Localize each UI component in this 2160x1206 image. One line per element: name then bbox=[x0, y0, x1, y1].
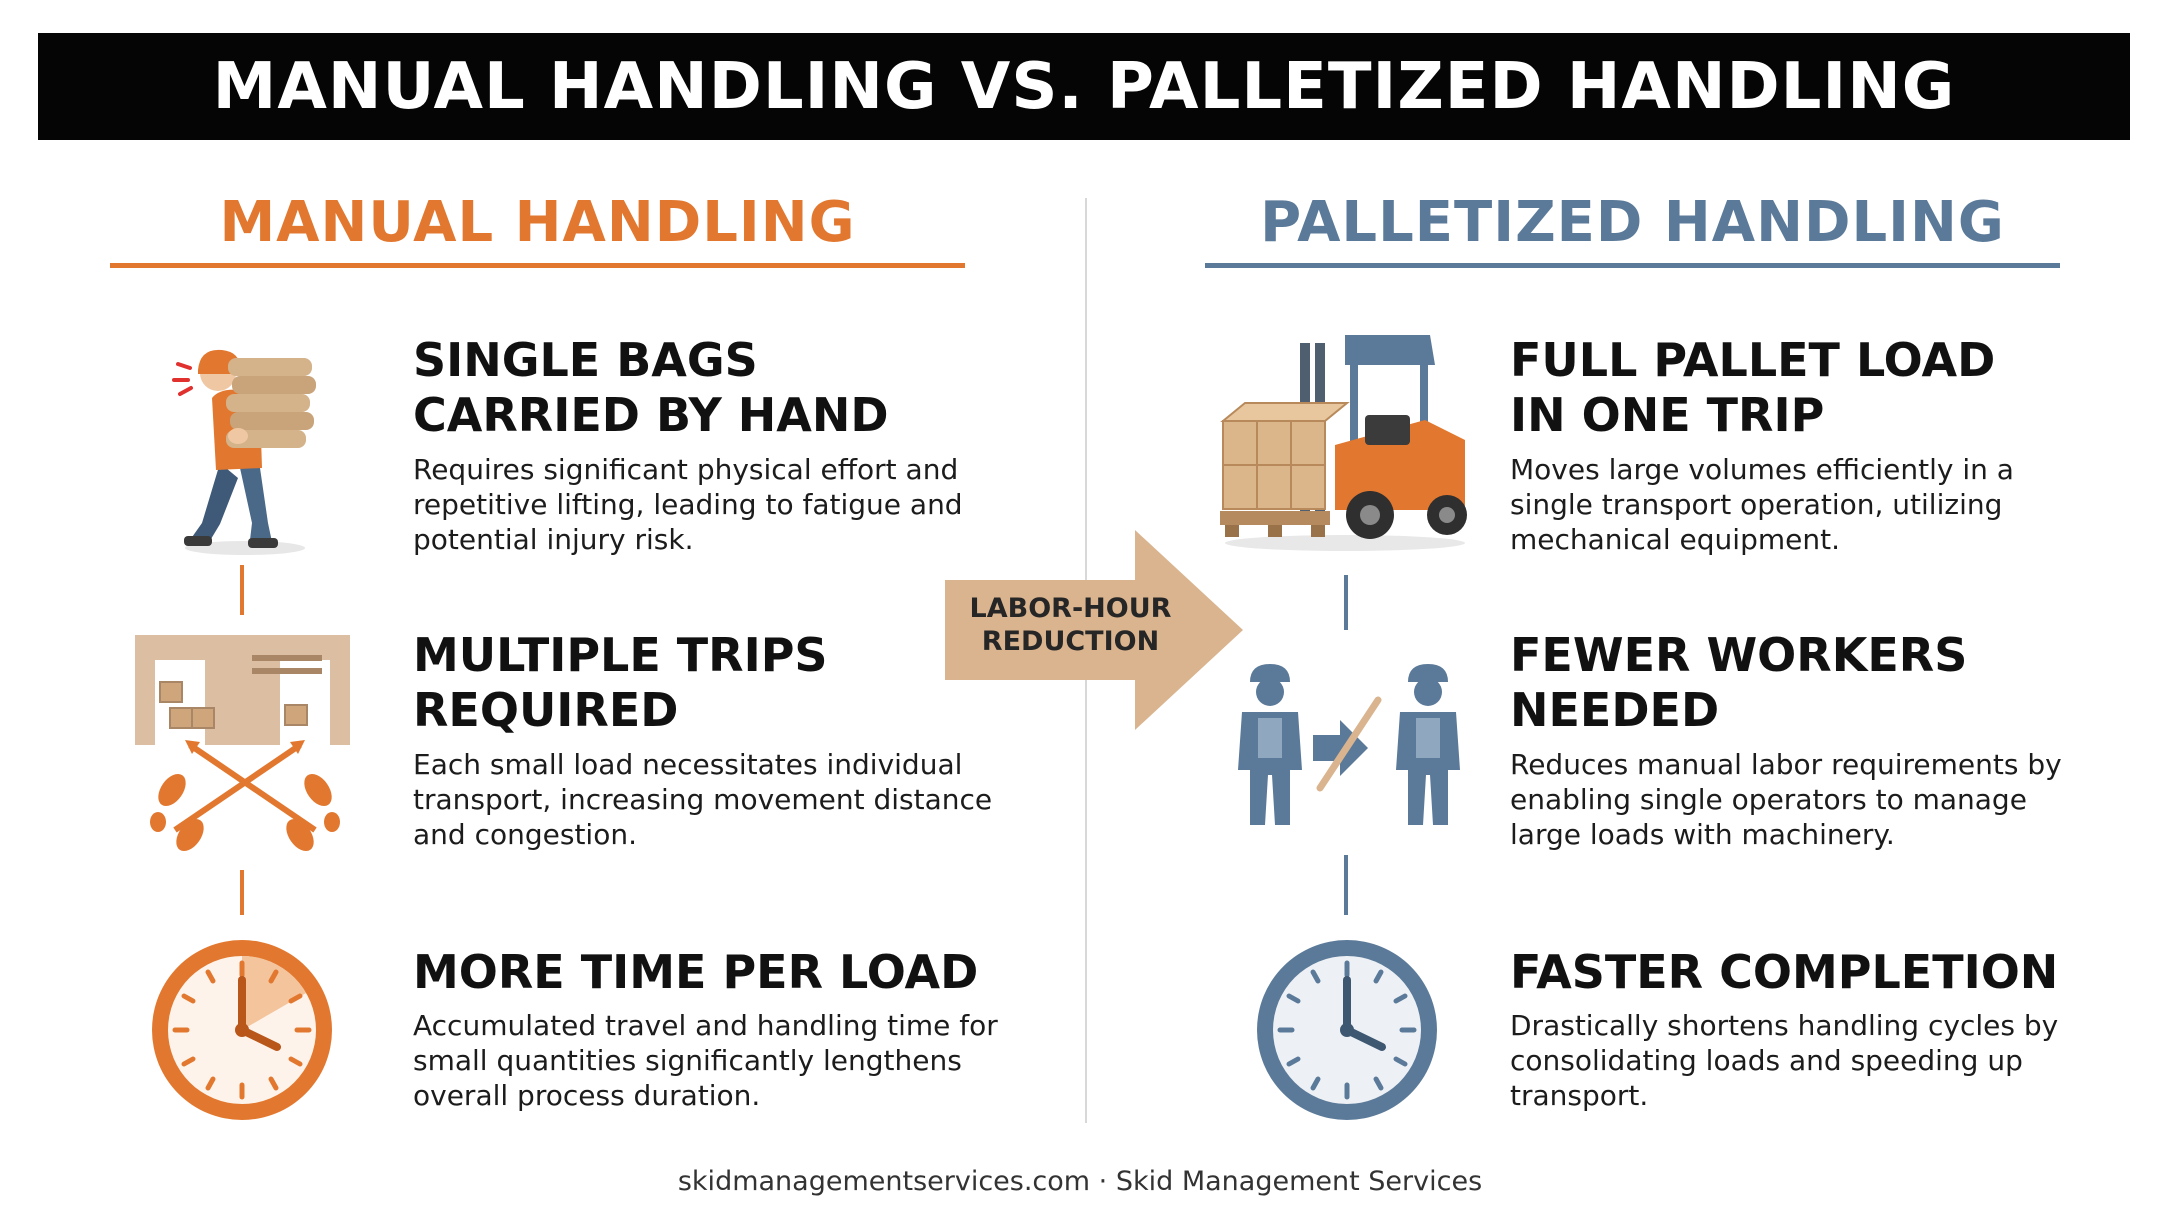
palletized-item-3-title: FASTER COMPLETION bbox=[1510, 945, 2059, 999]
manual-item-3-title: MORE TIME PER LOAD bbox=[413, 945, 979, 999]
palletized-connector-2 bbox=[1344, 855, 1348, 915]
fewer-workers-icon bbox=[1238, 664, 1460, 825]
clock-icon bbox=[1257, 940, 1437, 1120]
labor-hour-reduction-arrow bbox=[945, 530, 1243, 730]
forklift-pallet-icon bbox=[1220, 335, 1467, 551]
multiple-trips-route-icon bbox=[135, 635, 350, 852]
worker-carrying-bags-icon bbox=[172, 349, 316, 555]
manual-item-3-desc: Accumulated travel and handling time for… bbox=[413, 1009, 998, 1112]
footer-credit: skidmanagementservices.com · Skid Manage… bbox=[677, 1166, 1483, 1197]
page-title: MANUAL HANDLING VS. PALLETIZED HANDLING bbox=[212, 49, 1956, 124]
palletized-heading-rule bbox=[1205, 263, 2060, 268]
manual-connector-2 bbox=[240, 870, 244, 915]
palletized-connector-1 bbox=[1344, 575, 1348, 630]
manual-heading-rule bbox=[110, 263, 965, 268]
clock-icon bbox=[152, 940, 332, 1120]
manual-item-1-desc: Requires significant physical effort and… bbox=[413, 453, 963, 556]
manual-connector-1 bbox=[240, 565, 244, 615]
palletized-heading: PALLETIZED HANDLING bbox=[1260, 190, 2005, 255]
manual-heading: MANUAL HANDLING bbox=[219, 190, 856, 255]
title-bar: MANUAL HANDLING VS. PALLETIZED HANDLING bbox=[38, 33, 2130, 140]
